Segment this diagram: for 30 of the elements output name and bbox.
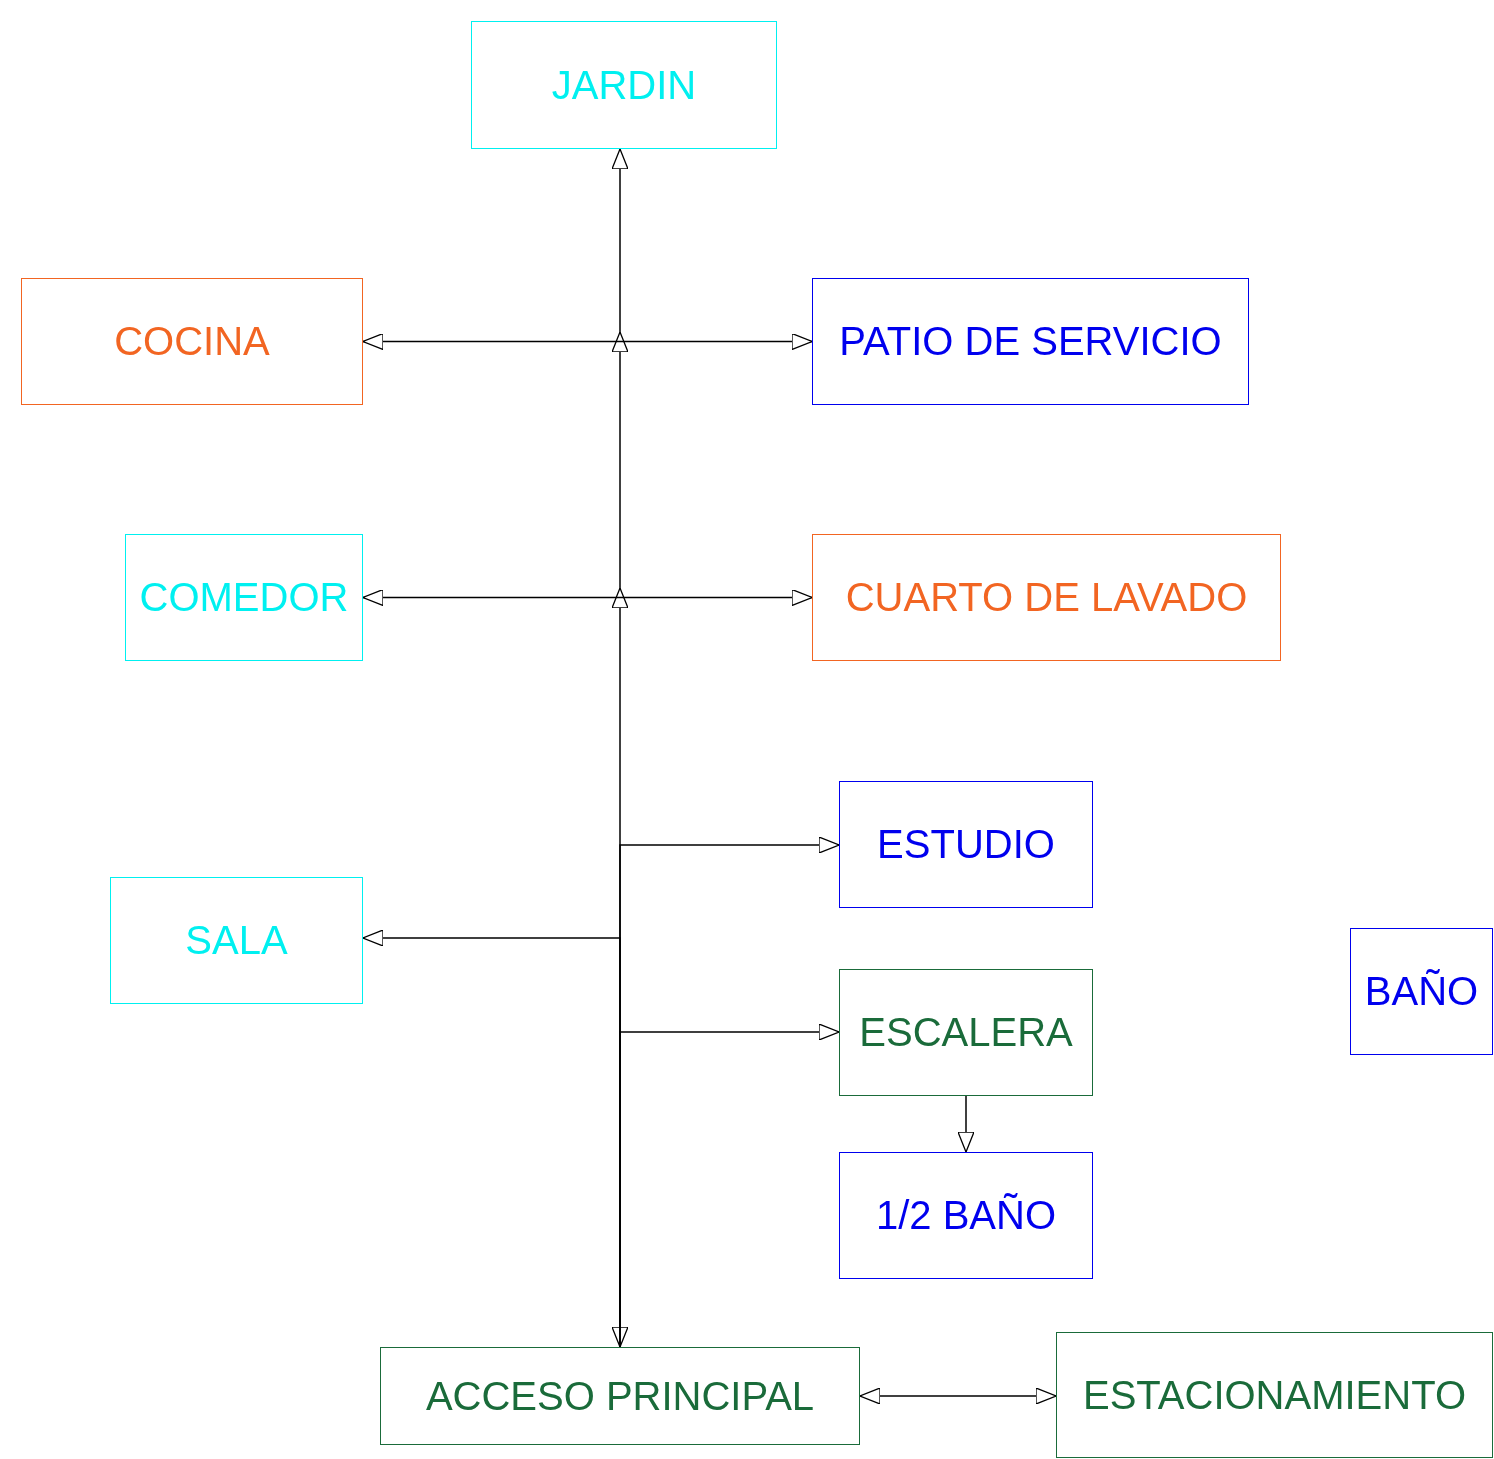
room-label: CUARTO DE LAVADO: [845, 575, 1248, 620]
room-box: [21, 278, 363, 405]
room-box: [839, 969, 1093, 1096]
room-box: [1056, 1332, 1493, 1458]
room-label: PATIO DE SERVICIO: [839, 319, 1222, 364]
room-label: BAÑO: [1364, 969, 1479, 1014]
room-box: [110, 877, 363, 1004]
arrow: [362, 332, 813, 351]
room-label: COMEDOR: [139, 575, 349, 620]
room-box: [839, 1152, 1093, 1279]
room-box: [471, 21, 777, 149]
room-box: [839, 781, 1093, 908]
arrow: [859, 1387, 1057, 1405]
room-label: ESCALERA: [859, 1010, 1073, 1055]
room-box: [380, 1347, 860, 1445]
room-box: [812, 534, 1281, 661]
room-box: [125, 534, 363, 661]
room-label: COCINA: [114, 319, 270, 364]
room-label: ACCESO PRINCIPAL: [425, 1373, 815, 1419]
room-label: 1/2 BAÑO: [875, 1193, 1057, 1238]
room-label: SALA: [185, 918, 288, 963]
arrow: [619, 1023, 840, 1348]
room-label: ESTACIONAMIENTO: [1083, 1372, 1466, 1418]
arrow: [612, 148, 628, 1348]
arrow: [362, 588, 813, 607]
room-box: [1350, 928, 1493, 1055]
room-box: [812, 278, 1249, 405]
arrow: [957, 1095, 975, 1153]
room-label: JARDIN: [551, 62, 697, 108]
room-label: ESTUDIO: [877, 822, 1055, 867]
